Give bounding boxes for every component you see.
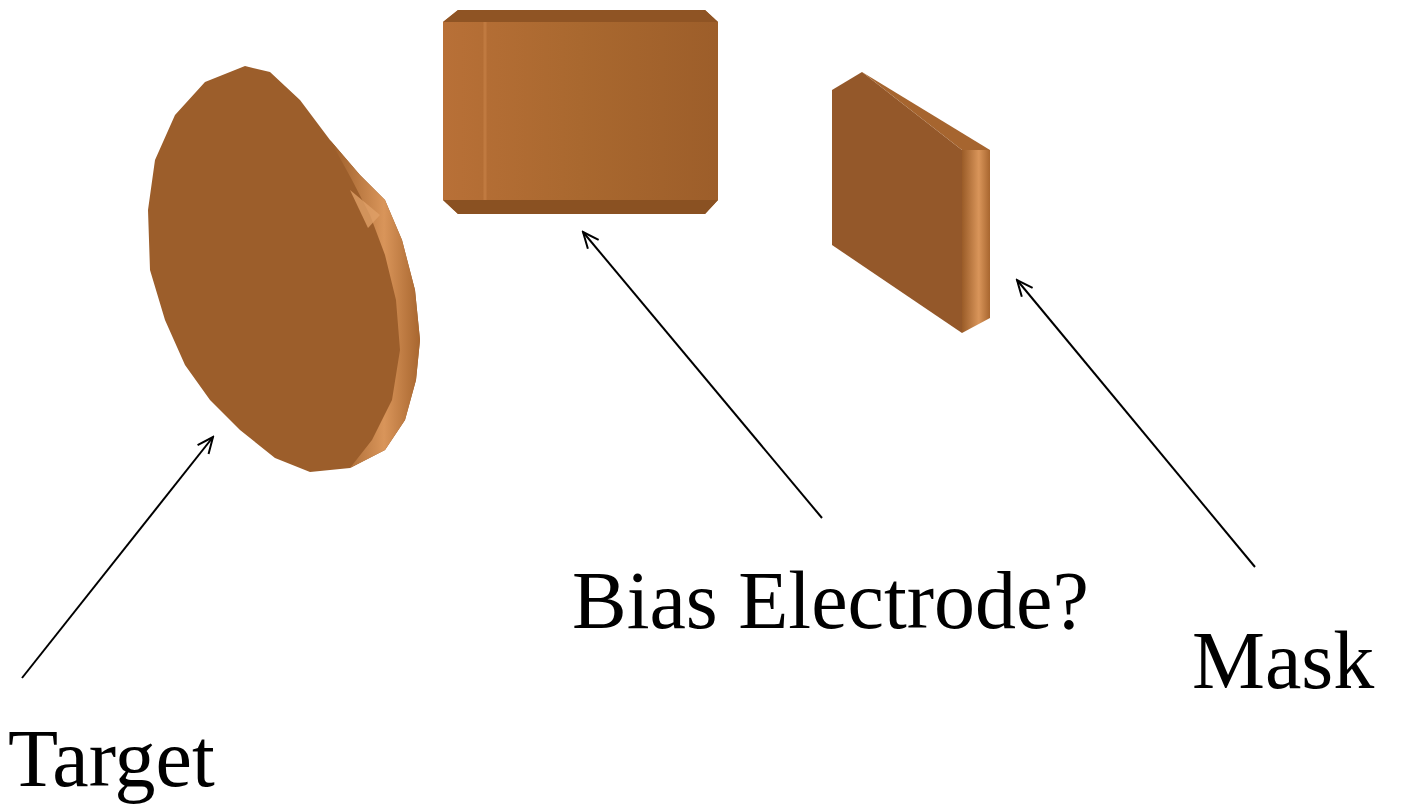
- electrode-edge: [484, 22, 487, 200]
- leader-line: [22, 437, 213, 678]
- target-disc: [148, 66, 420, 472]
- target-rim: [330, 140, 420, 468]
- electrode-body: [443, 10, 718, 214]
- target-face: [148, 66, 420, 472]
- mask-side: [962, 150, 990, 333]
- leader-line: [583, 232, 822, 518]
- leader-line: [1017, 280, 1255, 567]
- mask-slab: [832, 72, 990, 333]
- part-label: Bias Electrode?: [572, 560, 1089, 642]
- bias-electrode: [443, 10, 718, 214]
- part-label: Target: [8, 718, 215, 800]
- electrode-bottom-bevel: [443, 200, 718, 214]
- target-highlight: [350, 190, 380, 228]
- part-label: Mask: [1192, 620, 1374, 702]
- mask-top: [862, 72, 990, 150]
- electrode-top-bevel: [443, 10, 718, 22]
- mask-front: [832, 72, 962, 333]
